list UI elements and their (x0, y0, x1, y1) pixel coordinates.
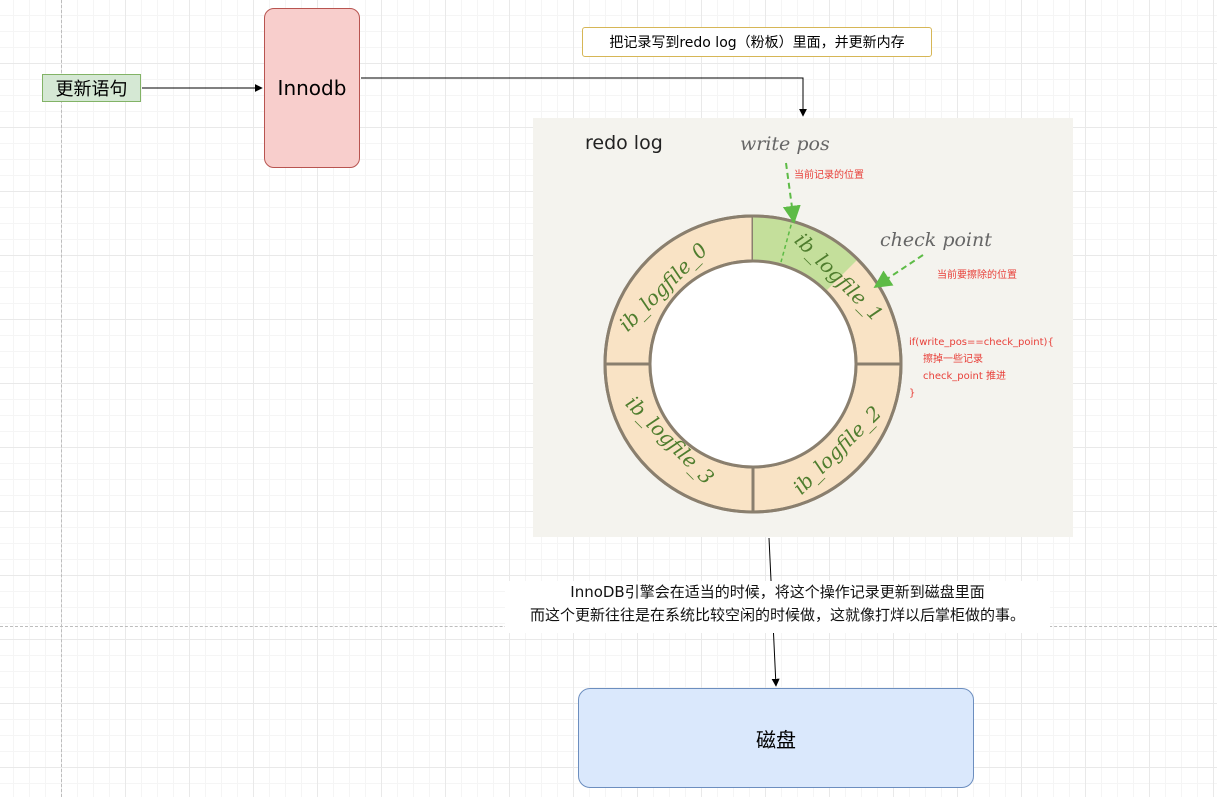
write-redo-note[interactable]: 把记录写到redo log（粉板）里面，并更新内存 (582, 27, 932, 57)
innodb-node[interactable]: Innodb (264, 8, 360, 168)
redo-log-title: redo log (585, 132, 663, 154)
check-point-label: check point (880, 229, 992, 251)
flush-caption[interactable]: InnoDB引擎会在适当的时候，将这个操作记录更新到磁盘里面 而这个更新往往是在… (505, 581, 1050, 633)
write-pos-description: 当前记录的位置 (794, 170, 864, 181)
ring-segment-1-active (753, 215, 858, 291)
check-point-pointer (873, 254, 924, 288)
caption-line-2: 而这个更新往往是在系统比较空闲的时候做，这就像打烊以后掌柜做的事。 (529, 606, 1025, 624)
caption-line-1: InnoDB引擎会在适当的时候，将这个操作记录更新到磁盘里面 (570, 583, 985, 601)
ring-inner-border (648, 259, 858, 469)
ring-outer-border (603, 214, 903, 514)
disk-node[interactable]: 磁盘 (578, 688, 974, 788)
update-statement-node[interactable]: 更新语句 (42, 74, 141, 102)
condition-note: if(write_pos==check_point){ 擦掉一些记录 check_p… (909, 334, 1054, 402)
write-pos-pointer (782, 162, 801, 224)
vertical-guide-line (61, 0, 62, 797)
condition-line-3: check_point 推进 (923, 371, 1006, 382)
condition-line-4: } (909, 388, 916, 399)
write-pos-marker (780, 217, 794, 263)
condition-line-2: 擦掉一些记录 (923, 354, 983, 365)
arrow-innodb-to-redo-log (361, 77, 807, 117)
condition-line-1: if(write_pos==check_point){ (909, 337, 1054, 348)
check-point-description: 当前要擦除的位置 (937, 270, 1017, 281)
write-pos-label: write pos (740, 133, 830, 155)
